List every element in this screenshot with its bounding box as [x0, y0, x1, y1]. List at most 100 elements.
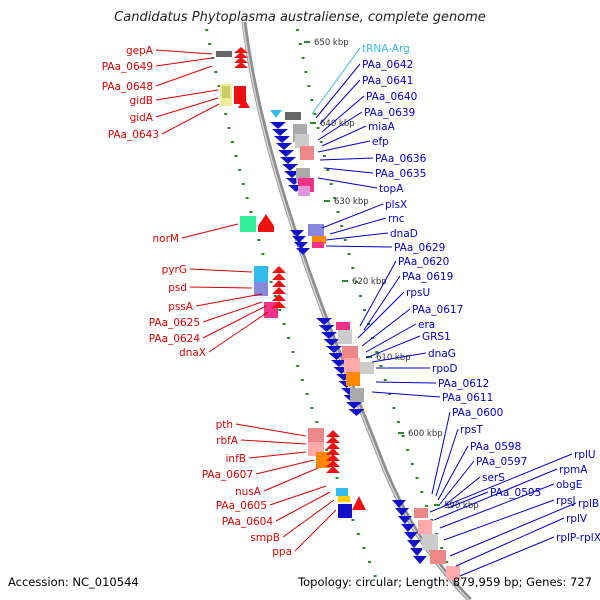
gene-label-paa-0639[interactable]: PAa_0639 — [364, 107, 415, 119]
gene-label-rplp-rplx[interactable]: rplP-rplX — [556, 532, 600, 544]
gene-label-topa[interactable]: topA — [379, 183, 404, 195]
gene-label-paa-0611[interactable]: PAa_0611 — [442, 392, 493, 404]
gene-label-sers[interactable]: serS — [482, 472, 505, 484]
gene-label-rnc[interactable]: rnc — [388, 213, 405, 225]
gene-label-rpsu[interactable]: rpsU — [406, 287, 430, 299]
gene-label-paa-0595[interactable]: PAa_0595 — [490, 487, 541, 499]
gene-label-paa-0635[interactable]: PAa_0635 — [375, 168, 426, 180]
gene-label-rplv[interactable]: rplV — [566, 513, 588, 525]
gene-label-paa-0604[interactable]: PAa_0604 — [222, 516, 274, 528]
track-dash-left — [205, 29, 209, 31]
gene-label-paa-0636[interactable]: PAa_0636 — [375, 153, 427, 165]
track-dash-left — [300, 379, 304, 381]
track-dash-left — [211, 57, 215, 59]
gene-label-gida[interactable]: gidA — [130, 112, 154, 124]
gene-label-paa-0642[interactable]: PAa_0642 — [362, 59, 413, 71]
label-leaders — [155, 47, 577, 577]
reverse-gene-arrow — [407, 540, 421, 548]
gene-label-ppa[interactable]: ppa — [272, 546, 292, 558]
gene-label-infb[interactable]: infB — [226, 453, 246, 465]
gene-label-dnag[interactable]: dnaG — [428, 348, 456, 360]
gene-leader-line — [317, 177, 378, 189]
forward-gene-arrow — [272, 301, 286, 308]
track-dash-right — [326, 169, 330, 171]
gene-box — [430, 550, 446, 564]
track-dash-right — [392, 407, 396, 409]
gene-label-paa-0625[interactable]: PAa_0625 — [149, 317, 200, 329]
gene-label-rplu[interactable]: rplU — [574, 449, 596, 461]
gene-label-gepa[interactable]: gepA — [126, 45, 154, 57]
gene-leader-line — [357, 291, 405, 339]
gene-label-paa-0640[interactable]: PAa_0640 — [366, 91, 417, 103]
track-dash-right — [347, 253, 351, 255]
gene-label-paa-0600[interactable]: PAa_0600 — [452, 407, 503, 419]
gene-label-paa-0620[interactable]: PAa_0620 — [398, 256, 449, 268]
reverse-gene-arrow — [348, 409, 365, 416]
gene-label-efp[interactable]: efp — [372, 136, 389, 148]
gene-label-rplb[interactable]: rplB — [578, 498, 599, 510]
gene-label-paa-0648[interactable]: PAa_0648 — [102, 81, 153, 93]
gene-label-paa-0605[interactable]: PAa_0605 — [216, 500, 267, 512]
gene-label-pssa[interactable]: pssA — [168, 301, 194, 313]
reverse-gene-arrow — [318, 325, 335, 332]
track-dash-left — [227, 127, 231, 129]
gene-label-grs1[interactable]: GRS1 — [422, 331, 451, 343]
track-dash-right — [340, 225, 344, 227]
gene-box — [240, 216, 256, 232]
gene-label-trna-arg[interactable]: tRNA-Arg — [362, 43, 410, 55]
gene-box — [316, 452, 330, 468]
track-dash-left — [310, 407, 314, 409]
gene-label-paa-0641[interactable]: PAa_0641 — [362, 75, 413, 87]
gene-label-rpsj[interactable]: rpsJ — [556, 495, 576, 507]
gene-label-dnad[interactable]: dnaD — [390, 228, 418, 240]
gene-label-paa-0629[interactable]: PAa_0629 — [394, 242, 445, 254]
gene-label-paa-0612[interactable]: PAa_0612 — [438, 378, 489, 390]
gene-label-psd[interactable]: psd — [168, 282, 187, 294]
track-dash-right — [319, 141, 323, 143]
scale-tick-label: 630 kbp — [334, 197, 369, 207]
track-dash-left — [282, 323, 286, 325]
gene-box — [295, 134, 309, 148]
forward-gene-arrow — [326, 442, 340, 449]
gene-label-rpst[interactable]: rpsT — [460, 424, 483, 436]
gene-label-dnax[interactable]: dnaX — [179, 347, 206, 359]
reverse-gene-arrow — [274, 136, 290, 143]
track-dash-right — [375, 351, 379, 353]
track-dash-left — [217, 85, 221, 87]
gene-label-pyrg[interactable]: pyrG — [162, 264, 187, 276]
gene-label-rpma[interactable]: rpmA — [559, 464, 588, 476]
track-dash-left — [238, 169, 242, 171]
gene-label-obge[interactable]: obgE — [556, 479, 582, 491]
gene-label-plsx[interactable]: plsX — [385, 199, 407, 211]
gene-box — [338, 330, 352, 344]
track-dash-left — [278, 309, 282, 311]
gene-label-paa-0619[interactable]: PAa_0619 — [402, 271, 453, 283]
gene-label-rpod[interactable]: rpoD — [432, 363, 458, 375]
track-dash-right — [406, 449, 410, 451]
gene-label-nusa[interactable]: nusA — [235, 486, 262, 498]
gene-label-paa-0598[interactable]: PAa_0598 — [470, 441, 521, 453]
gene-label-paa-0624[interactable]: PAa_0624 — [149, 333, 201, 345]
reverse-gene-arrow — [328, 353, 345, 360]
gene-label-pth[interactable]: pth — [216, 419, 233, 431]
gene-label-paa-0643[interactable]: PAa_0643 — [108, 129, 159, 141]
track-dash-right — [388, 393, 392, 395]
gene-label-norm[interactable]: norM — [153, 233, 179, 245]
gene-label-paa-0617[interactable]: PAa_0617 — [412, 304, 463, 316]
gene-label-miaa[interactable]: miaA — [368, 121, 396, 133]
gene-label-gidb[interactable]: gidB — [130, 95, 153, 107]
gene-label-paa-0649[interactable]: PAa_0649 — [102, 61, 153, 73]
gene-leader-line — [447, 491, 489, 509]
gene-leader-line — [459, 536, 555, 577]
gene-label-paa-0607[interactable]: PAa_0607 — [202, 469, 253, 481]
forward-gene-arrow — [326, 454, 340, 461]
gene-label-paa-0597[interactable]: PAa_0597 — [476, 456, 527, 468]
gene-label-rbfa[interactable]: rbfA — [216, 435, 239, 447]
gene-leader-line — [321, 125, 367, 147]
gene-label-era[interactable]: era — [418, 319, 435, 331]
forward-gene-arrow — [326, 436, 340, 443]
track-dash-left — [351, 519, 355, 521]
track-dash-right — [415, 477, 419, 479]
gene-label-smpb[interactable]: smpB — [250, 532, 280, 544]
